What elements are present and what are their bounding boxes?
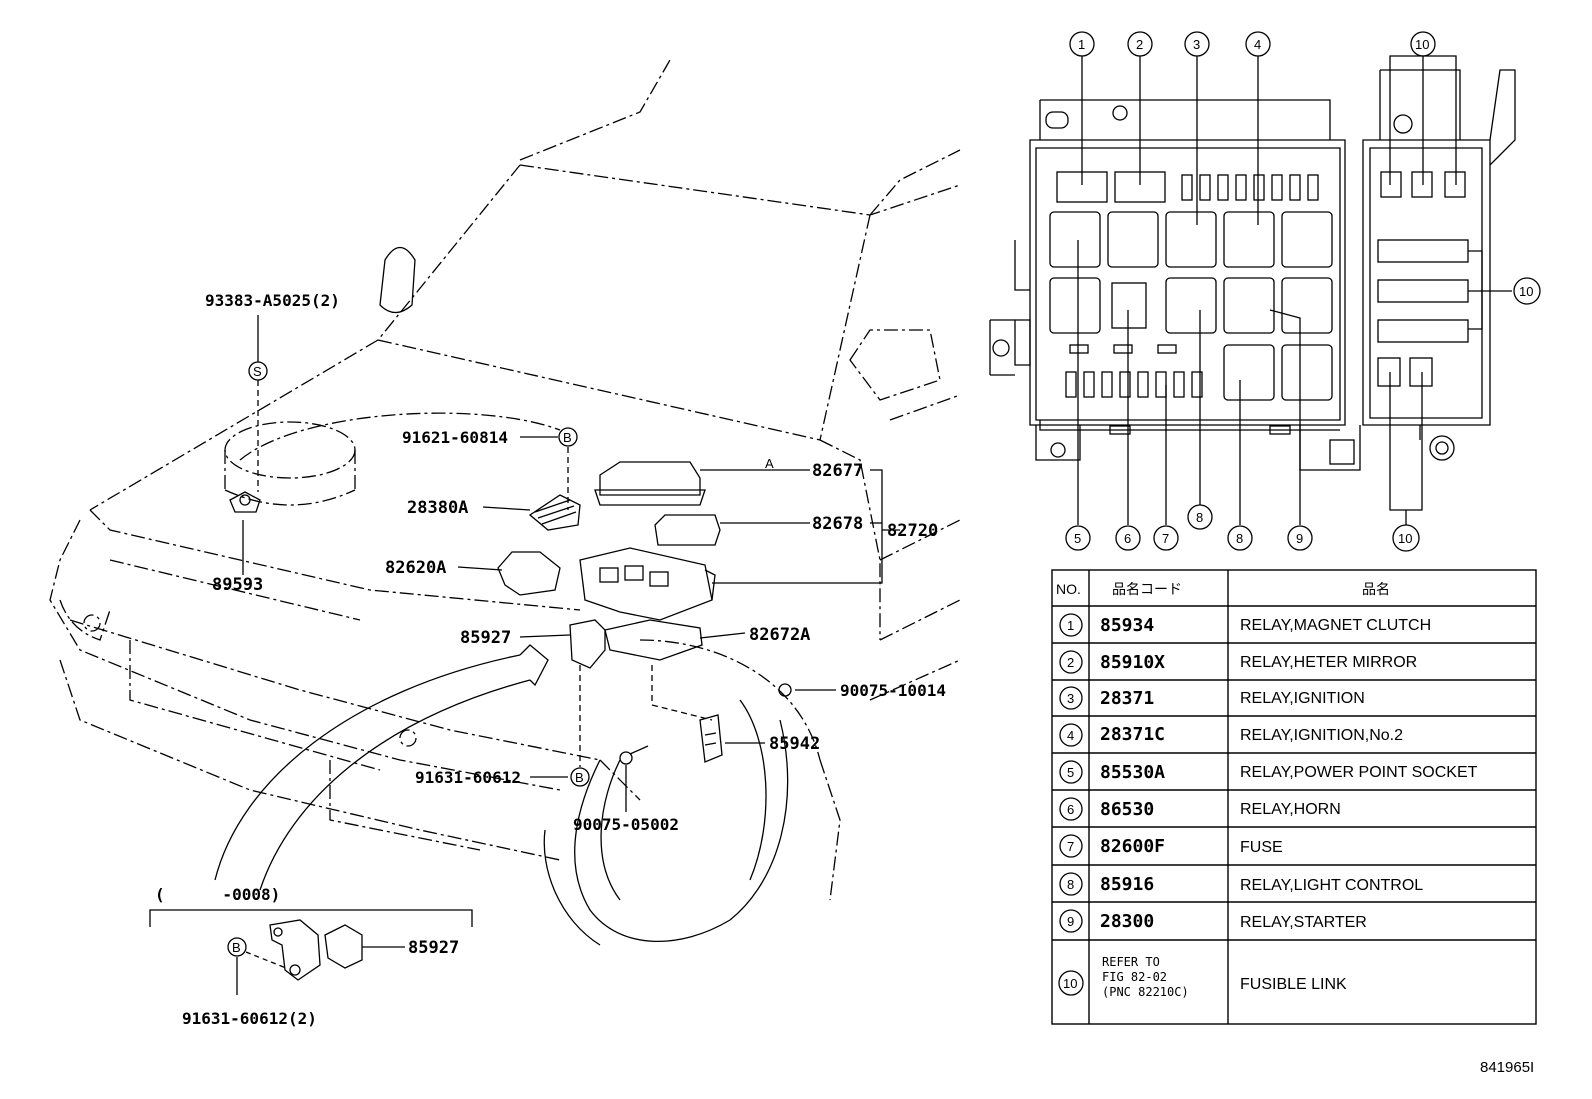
callout-s-circle [248, 361, 268, 381]
row-code: 82600F [1100, 836, 1165, 857]
fuse-callout-4: 4 [1254, 37, 1261, 52]
row-name: FUSE [1240, 839, 1283, 856]
parts-table-grid [1051, 569, 1537, 1025]
fuse-callout-3: 3 [1193, 37, 1200, 52]
row-name: RELAY,MAGNET CLUTCH [1240, 617, 1431, 634]
callout-b-letter: B [563, 430, 572, 445]
fuse-callout-8: 8 [1196, 510, 1203, 525]
nut-90075-10014 [778, 683, 792, 697]
row-no: 9 [1067, 914, 1074, 929]
fuse-callout-1: 1 [1078, 37, 1085, 52]
row-name: RELAY,HETER MIRROR [1240, 654, 1417, 671]
row-code: 28371 [1100, 688, 1154, 709]
row-name: RELAY,IGNITION [1240, 690, 1365, 707]
callout-b-circle [558, 427, 578, 447]
part-label-82678: 82678 [812, 514, 863, 534]
row-no: 5 [1067, 765, 1074, 780]
row-name: RELAY,LIGHT CONTROL [1240, 877, 1423, 894]
fuse-box-side [1362, 69, 1516, 461]
row-code: 28300 [1100, 911, 1154, 932]
relay-85927 [569, 619, 606, 669]
part-label-82672A: 82672A [749, 625, 810, 645]
fuse-box-main [989, 99, 1361, 471]
part-label-85927: 85927 [460, 628, 511, 648]
fuse-callout-7: 7 [1162, 531, 1169, 546]
part-label-85942: 85942 [769, 734, 820, 754]
table-header-no: NO. [1056, 581, 1081, 597]
part-label-89593: 89593 [212, 575, 263, 595]
part-label-93383: 93383-A5025(2) [205, 291, 340, 310]
fuse-callout-8: 8 [1236, 531, 1243, 546]
bolt-90075-05002 [619, 745, 649, 765]
figure-id: 841965I [1480, 1059, 1534, 1076]
callout-s-letter: S [253, 364, 262, 379]
fuse-box-callout-circles [1065, 31, 1541, 552]
row-code: 85916 [1100, 874, 1154, 895]
row-no: 7 [1067, 839, 1074, 854]
row-code-line: (PNC 82210C) [1102, 985, 1189, 999]
fuse-callout-10: 10 [1415, 37, 1429, 52]
relay-82620A [497, 551, 561, 596]
row-no: 2 [1067, 655, 1074, 670]
part-label-28380A: 28380A [407, 498, 468, 518]
detail-arrow [214, 644, 549, 891]
row-code: 86530 [1100, 799, 1154, 820]
detail-inset [149, 909, 473, 995]
part-label-91621: 91621-60814 [402, 428, 508, 447]
callout-b-letter: B [232, 940, 241, 955]
leader-lines [242, 315, 900, 812]
part-label-91631-2: 91631-60612(2) [182, 1009, 317, 1028]
row-code-line: REFER TO [1102, 955, 1160, 969]
row-name: RELAY,HORN [1240, 801, 1341, 818]
bracket-85942 [699, 714, 723, 763]
row-code: 85934 [1100, 615, 1154, 636]
callout-a-letter: A [765, 456, 774, 471]
part-label-82677: 82677 [812, 461, 863, 481]
fuse-callout-5: 5 [1074, 531, 1081, 546]
row-name: FUSIBLE LINK [1240, 976, 1347, 993]
fuse-box-leaders [1077, 55, 1512, 525]
fuse-callout-9: 9 [1296, 531, 1303, 546]
relay-block-cover-82677 [594, 461, 706, 506]
callout-b-circle [570, 767, 590, 787]
horn-28380A [528, 494, 581, 531]
callout-b-circle [227, 937, 247, 957]
vehicle-outline [49, 59, 961, 901]
table-header-name: 品名 [1362, 581, 1390, 597]
relay-block-cover-82678 [654, 514, 721, 546]
row-name: RELAY,POWER POINT SOCKET [1240, 764, 1478, 781]
main-junction-block [579, 547, 716, 621]
part-label-85927-detail: 85927 [408, 938, 459, 958]
row-no: 1 [1067, 618, 1074, 633]
part-label-82620A: 82620A [385, 558, 446, 578]
row-code-line: FIG 82-02 [1102, 970, 1167, 984]
fuse-callout-10: 10 [1398, 531, 1412, 546]
hood-latch-89593 [229, 491, 261, 513]
date-range-label: ( -0008) [155, 885, 280, 904]
row-code: 85910X [1100, 652, 1165, 673]
row-name: RELAY,STARTER [1240, 914, 1367, 931]
fuse-callout-2: 2 [1136, 37, 1143, 52]
row-no: 6 [1067, 802, 1074, 817]
part-label-90075-10014: 90075-10014 [840, 681, 946, 700]
row-code: 28371C [1100, 724, 1165, 745]
fuse-callout-10: 10 [1519, 284, 1533, 299]
row-no: 4 [1067, 728, 1074, 743]
table-header-code: 品名コード [1112, 581, 1182, 597]
lower-bracket-82672A [604, 619, 703, 661]
fuse-callout-6: 6 [1124, 531, 1131, 546]
part-label-82720: 82720 [887, 521, 938, 541]
part-label-90075-05002: 90075-05002 [573, 815, 679, 834]
row-no: 10 [1063, 976, 1077, 991]
row-no: 3 [1067, 691, 1074, 706]
row-code: 85530A [1100, 762, 1165, 783]
table-number-circles [1058, 613, 1084, 996]
row-name: RELAY,IGNITION,No.2 [1240, 727, 1403, 744]
callout-b-letter: B [575, 770, 584, 785]
row-no: 8 [1067, 877, 1074, 892]
part-label-91631: 91631-60612 [415, 768, 521, 787]
wheel [543, 699, 789, 946]
